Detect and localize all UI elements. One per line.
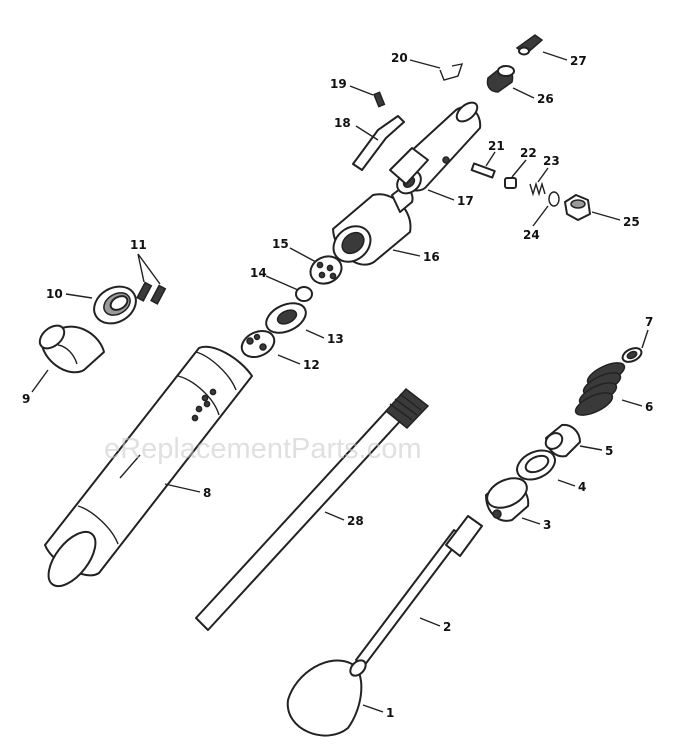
callout-3: 3 [543,518,551,532]
callout-15: 15 [272,237,289,251]
callout-numbers: 1 2 3 4 5 6 7 8 9 10 11 12 13 14 15 16 1… [22,51,653,720]
callout-13: 13 [327,332,344,346]
callout-2: 2 [443,620,451,634]
callout-19: 19 [330,77,347,91]
part-25-plug [564,194,591,221]
callout-25: 25 [623,215,640,229]
part-9-sleeve [38,324,105,374]
part-18-lever [352,115,405,171]
part-6-spring [574,362,626,416]
callout-9: 9 [22,392,30,406]
callout-leaders [31,51,649,713]
part-26-fitting [486,65,515,93]
callout-24: 24 [523,228,540,242]
part-16-cylinder-head [332,185,414,266]
callout-6: 6 [645,400,653,414]
part-12-disc [240,329,276,359]
callout-16: 16 [423,250,440,264]
part-4-washer [516,449,556,481]
part-21-pin [470,162,496,179]
callout-12: 12 [303,358,320,372]
part-8-barrel [44,345,253,588]
callout-20: 20 [391,51,408,65]
part-14-ball [295,286,313,302]
part-7-ring [621,347,643,363]
callout-5: 5 [605,444,613,458]
callout-23: 23 [543,154,560,168]
callout-21: 21 [488,139,505,153]
callout-14: 14 [250,266,267,280]
part-15-plate [309,255,343,285]
callout-18: 18 [334,116,351,130]
part-17-handle-body [389,101,482,195]
part-19-pin [372,91,386,108]
callout-26: 26 [537,92,554,106]
part-24-oring [548,191,560,207]
watermark: eReplacementParts.com [104,433,422,465]
callout-1: 1 [386,706,394,720]
callout-22: 22 [520,146,537,160]
part-28-rod [195,387,430,631]
part-1-knob [286,659,367,737]
callout-4: 4 [578,480,586,494]
callout-17: 17 [457,194,474,208]
part-10-ring [93,285,137,325]
part-11-pins [136,281,167,305]
callout-11: 11 [130,238,147,252]
callout-27: 27 [570,54,587,68]
part-13-washer [265,302,307,334]
part-3-cap [485,477,530,522]
part-27-nipple [515,34,544,56]
callout-7: 7 [645,315,653,329]
part-5-bushing [544,423,581,458]
part-22-plunger [504,177,517,189]
part-20-clip [439,63,464,81]
callout-28: 28 [347,514,364,528]
part-23-spring [529,181,546,197]
part-2-shaft [355,515,483,667]
callout-10: 10 [46,287,63,301]
callout-8: 8 [203,486,211,500]
